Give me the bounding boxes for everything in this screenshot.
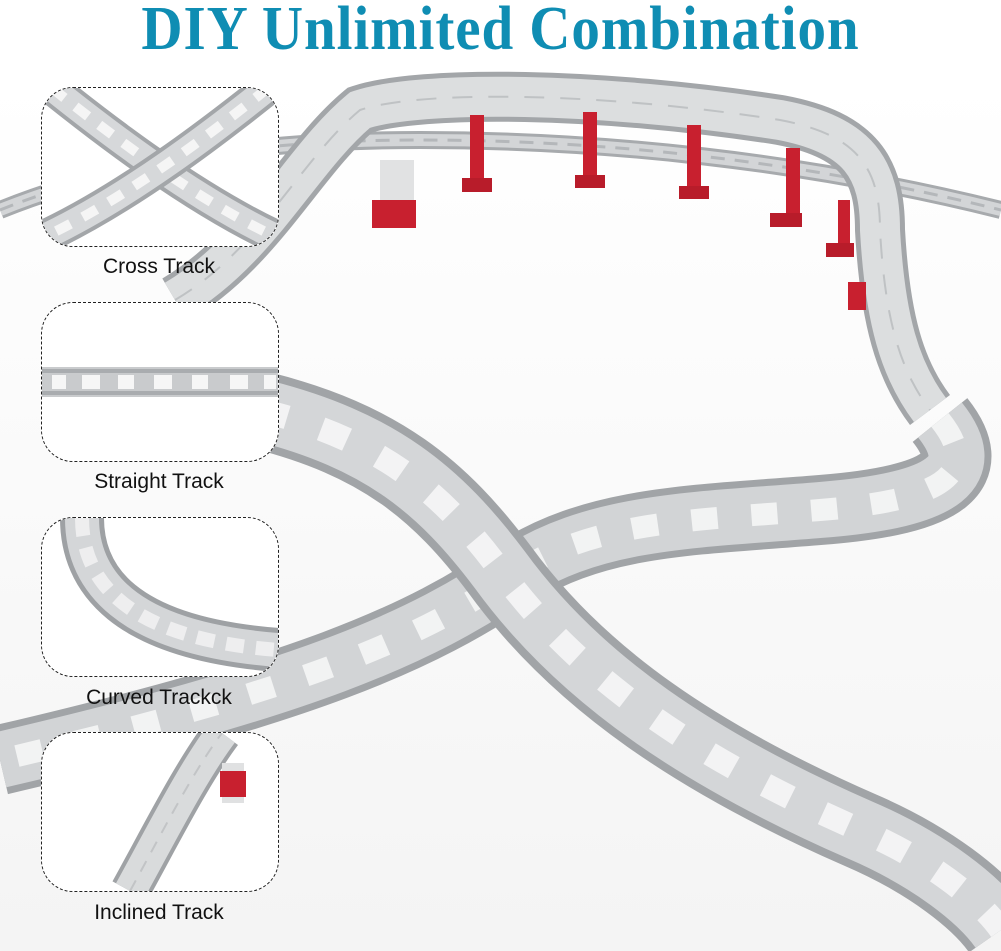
cross-track-callout bbox=[41, 87, 279, 247]
crossing-track bbox=[250, 372, 1001, 951]
straight-track-label: Straight Track bbox=[94, 470, 224, 493]
support-pillar bbox=[770, 148, 802, 227]
inclined-track-label: Inclined Track bbox=[94, 901, 224, 924]
inclined-track-image bbox=[112, 733, 246, 891]
elevated-track bbox=[161, 71, 951, 425]
support-pillar bbox=[462, 115, 492, 192]
lower-loop-track bbox=[0, 398, 992, 795]
support-pillar bbox=[826, 200, 854, 257]
straight-track-callout bbox=[41, 302, 279, 462]
support-pillars bbox=[372, 112, 866, 310]
cross-track-image bbox=[42, 88, 278, 246]
curved-track-image bbox=[60, 518, 278, 672]
support-pillar bbox=[372, 160, 416, 228]
cross-track-label: Cross Track bbox=[102, 255, 215, 278]
curved-track-callout bbox=[41, 517, 279, 677]
support-pillar bbox=[848, 282, 866, 310]
curved-track-label: Curved Trackck bbox=[86, 686, 232, 709]
straight-track-image bbox=[42, 367, 278, 397]
page-title: DIY Unlimited Combination bbox=[141, 0, 860, 63]
inclined-track-callout bbox=[41, 732, 279, 892]
support-pillar bbox=[679, 125, 709, 199]
support-pillar bbox=[575, 112, 605, 188]
